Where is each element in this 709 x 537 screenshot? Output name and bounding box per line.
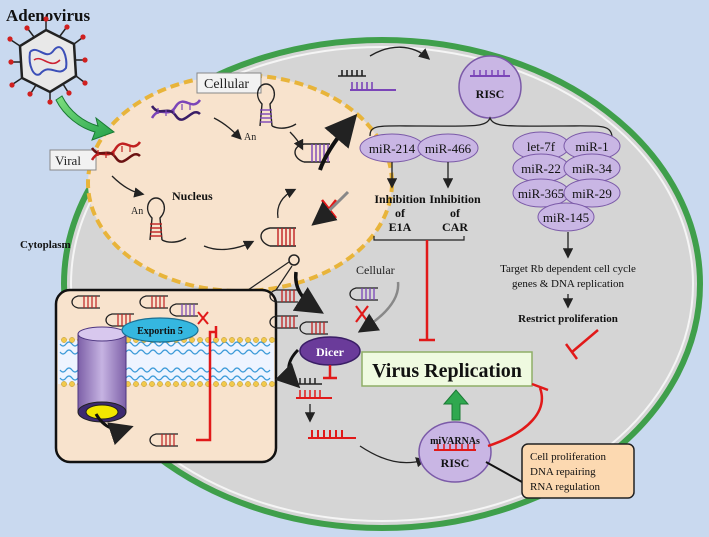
- mirna-214-label: miR-214: [369, 141, 416, 156]
- inhibition-e1a-line3: E1A: [389, 220, 412, 234]
- inhibition-texts: Inhibition of E1A Inhibition of CAR: [374, 192, 481, 234]
- an-label-2: An: [131, 206, 143, 217]
- mivarna-risc: miVARNAs RISC: [418, 421, 492, 483]
- zoom-point: [288, 254, 300, 266]
- mirna-22-label: miR-22: [521, 161, 561, 176]
- risc-top-label: RISC: [476, 87, 505, 101]
- restrict-inhibition-line: [571, 329, 599, 353]
- cellular-to-dicer-arrow: [357, 281, 400, 333]
- exportin-inset: Exportin 5: [54, 288, 278, 464]
- mirna-let7f-label: let-7f: [527, 139, 556, 154]
- an-label-1: An: [244, 132, 256, 143]
- restrict-text: Restrict proliferation: [518, 313, 618, 325]
- function-item-2: DNA repairing: [530, 466, 596, 478]
- mirna-1-label: miR-1: [575, 139, 608, 154]
- viral-dna-icon: [90, 141, 142, 163]
- inhibition-e1a-line1: Inhibition: [374, 192, 426, 206]
- mivarna-single: [308, 430, 356, 439]
- arrow-to-mivarna-risc: [359, 445, 427, 468]
- risc-bottom-label: RISC: [441, 456, 470, 470]
- cellular-mid-label: Cellular: [356, 263, 395, 277]
- function-item-3: RNA regulation: [530, 481, 600, 493]
- export-arrow: [318, 113, 358, 171]
- viral-entry-arrow: [55, 95, 116, 141]
- pre-mirna-viral: [260, 227, 296, 247]
- mivarnas-label: miVARNAs: [430, 436, 480, 447]
- dicer-label: Dicer: [316, 345, 345, 359]
- cellular-label: Cellular: [204, 77, 249, 92]
- function-item-1: Cell proliferation: [530, 451, 607, 463]
- cellular-label-box: [196, 72, 262, 94]
- mirna-29-label: miR-29: [572, 186, 612, 201]
- risc-brace: [369, 116, 613, 137]
- nucleus-to-dicer-arrow: [292, 271, 324, 314]
- cellular-dna-icon: [150, 99, 202, 121]
- mivarna-inhibition-bar: [531, 382, 549, 392]
- target-text-line2: genes & DNA replication: [512, 278, 625, 290]
- virus-replication-box: [361, 351, 533, 387]
- mirna-34-label: miR-34: [572, 161, 612, 176]
- arrow-to-risc: [369, 46, 431, 60]
- green-up-arrow: [442, 389, 470, 421]
- blocked-arrow: [311, 190, 350, 226]
- inhibition-car-line3: CAR: [442, 220, 468, 234]
- mirna-365-label: miR-365: [518, 186, 564, 201]
- mirna-left-group: miR-214 miR-466: [359, 133, 479, 163]
- nucleus-label: Nucleus: [172, 189, 213, 203]
- risc-top: RISC: [458, 55, 522, 119]
- zoom-line-2: [275, 265, 293, 291]
- inhibition-arrows: [386, 162, 574, 309]
- mivarna-duplex: [296, 378, 332, 399]
- pri-mirna-cellular: [256, 83, 297, 129]
- mirna-145-label: miR-145: [543, 210, 589, 225]
- viral-label: Viral: [55, 153, 81, 168]
- mirna-466-label: miR-466: [425, 141, 472, 156]
- restrict-inhibition-bar: [564, 343, 579, 360]
- inhibition-car-line2: of: [450, 206, 461, 220]
- inhibition-car-line1: Inhibition: [429, 192, 481, 206]
- function-box: [521, 443, 635, 499]
- cell-membrane-inner: [70, 46, 694, 522]
- inhibition-e1a-line2: of: [395, 206, 406, 220]
- mature-mirna-top: [338, 70, 396, 91]
- target-text-line1: Target Rb dependent cell cycle: [500, 263, 636, 275]
- pri-mirna-viral: [146, 197, 187, 243]
- inhibition-bracket: [373, 236, 465, 241]
- title: Adenovirus: [6, 6, 90, 25]
- zoom-line-1: [247, 261, 290, 291]
- exportin-label: Exportin 5: [137, 326, 183, 337]
- mivarna-inhibition-line: [487, 387, 543, 448]
- virus-replication-label: Virus Replication: [372, 360, 522, 382]
- function-connector: [485, 461, 523, 483]
- viral-label-box: [49, 149, 97, 171]
- mirna-right-group: [512, 131, 621, 232]
- cytoplasm-label: Cytoplasm: [20, 239, 71, 251]
- nucleus: [86, 73, 394, 293]
- dicer-product-arrow: [274, 348, 301, 389]
- adenovirus-icon: [7, 16, 88, 105]
- nucleus-arrows: [111, 117, 304, 251]
